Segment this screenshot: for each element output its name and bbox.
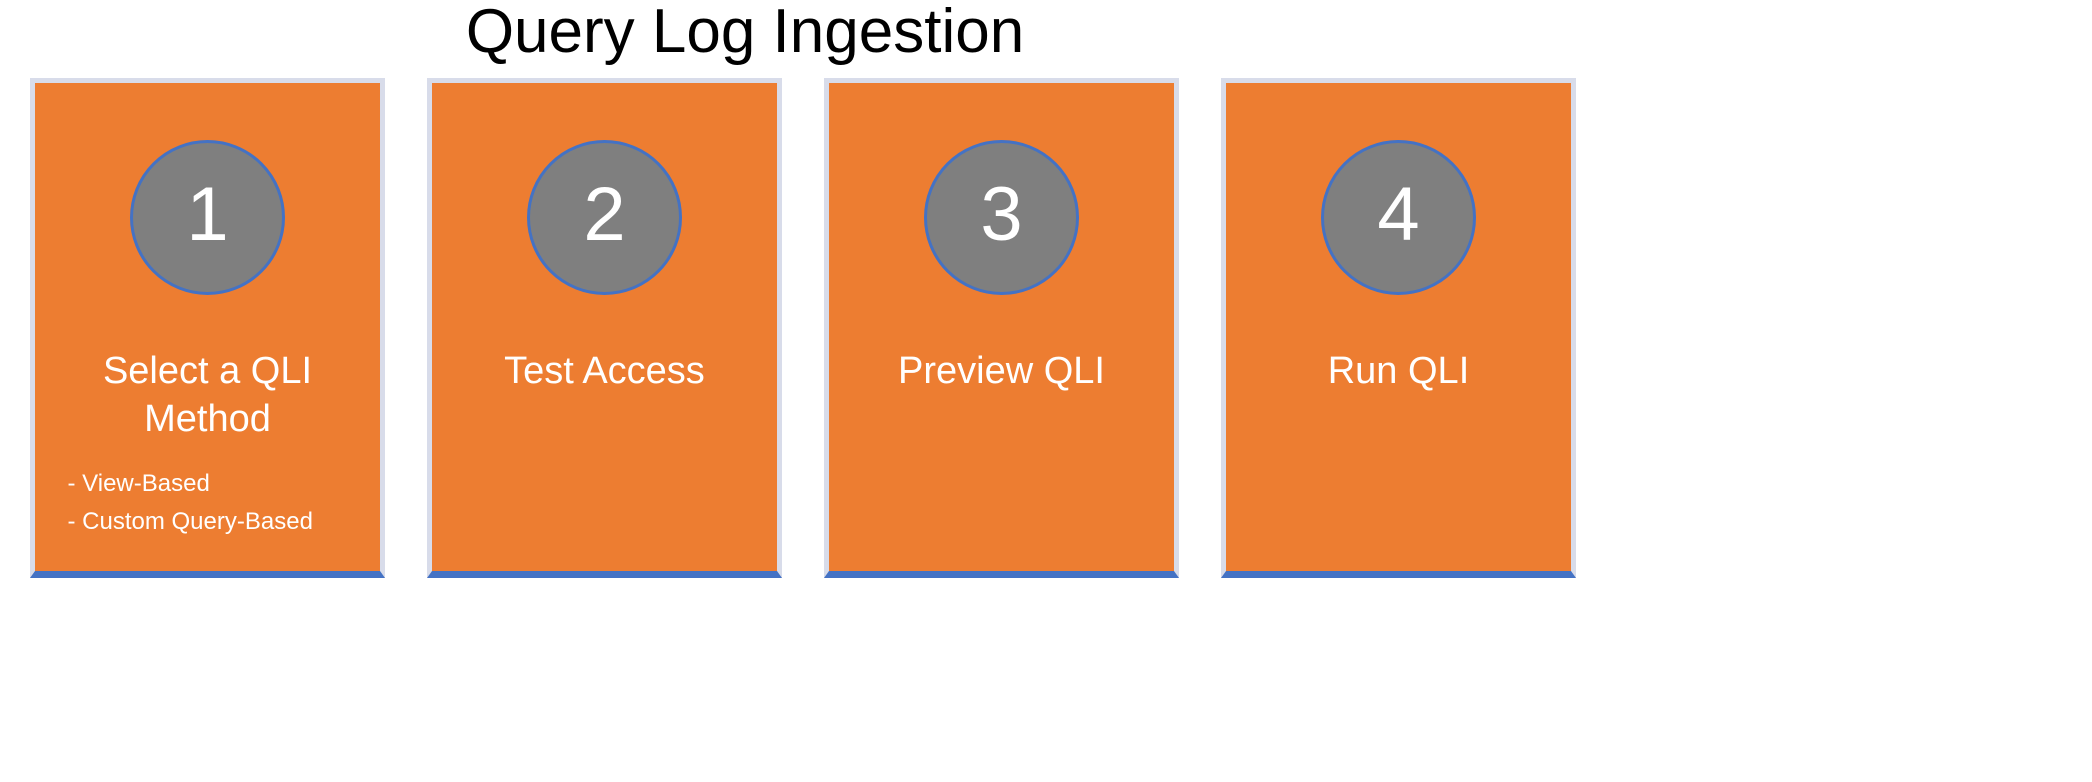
list-item: - View-Based	[67, 470, 210, 497]
step-number-badge-4: 4	[1321, 140, 1476, 295]
step-number-2: 2	[583, 171, 626, 257]
step-card-2[interactable]: 2 Test Access	[427, 78, 782, 578]
list-item: - Custom Query-Based	[67, 508, 313, 535]
step-title-2: Test Access	[504, 350, 705, 392]
page-title: Query Log Ingestion	[465, 0, 1025, 66]
step-title-1: Select a QLI Method	[102, 350, 313, 440]
step-title-3: Preview QLI	[898, 350, 1105, 392]
step-number-3: 3	[980, 171, 1023, 257]
step-bullets-1: - View-Based - Custom Query-Based	[58, 465, 358, 541]
step-card-1[interactable]: 1 Select a QLI Method - View-Based - Cus…	[30, 78, 385, 578]
step-card-4[interactable]: 4 Run QLI	[1221, 78, 1576, 578]
step-number-badge-2: 2	[527, 140, 682, 295]
step-card-3[interactable]: 3 Preview QLI	[824, 78, 1179, 578]
step-number-badge-1: 1	[130, 140, 285, 295]
step-title-4: Run QLI	[1327, 350, 1470, 392]
step-number-badge-3: 3	[924, 140, 1079, 295]
process-steps-row: 1 Select a QLI Method - View-Based - Cus…	[30, 78, 2064, 782]
step-number-1: 1	[186, 171, 229, 257]
step-number-4: 4	[1377, 171, 1420, 257]
